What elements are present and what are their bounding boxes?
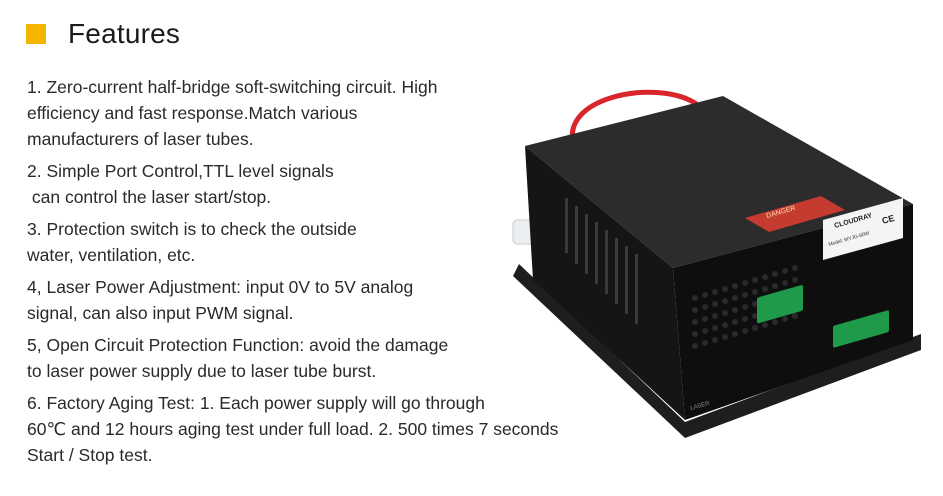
feature-item-3: 3. Protection switch is to check the out… bbox=[27, 216, 637, 268]
terminal-block-right bbox=[833, 310, 889, 348]
feature-line: 4, Laser Power Adjustment: input 0V to 5… bbox=[27, 277, 414, 297]
terminal-block-left bbox=[757, 285, 803, 324]
features-list: 1. Zero-current half-bridge soft-switchi… bbox=[27, 74, 637, 474]
feature-line: can control the laser start/stop. bbox=[27, 187, 272, 207]
ce-mark: CE bbox=[881, 213, 896, 226]
mounting-flange bbox=[513, 264, 921, 438]
feature-line: 3. Protection switch is to check the out… bbox=[27, 219, 357, 239]
warning-sticker bbox=[745, 196, 845, 232]
feature-line: to laser power supply due to laser tube … bbox=[27, 361, 377, 381]
section-header: Features bbox=[26, 18, 180, 50]
feature-item-2: 2. Simple Port Control,TTL level signals… bbox=[27, 158, 637, 210]
info-label bbox=[823, 198, 903, 260]
led-label: LASER bbox=[690, 401, 711, 412]
feature-line: 6. Factory Aging Test: 1. Each power sup… bbox=[27, 393, 485, 413]
feature-line: efficiency and fast response.Match vario… bbox=[27, 103, 358, 123]
feature-line: 5, Open Circuit Protection Function: avo… bbox=[27, 335, 449, 355]
top-face bbox=[525, 96, 913, 268]
laser-power-supply-image: DANGER CLOUDRAY CE Model: MYJG-80W LASER bbox=[512, 89, 921, 438]
feature-line: manufacturers of laser tubes. bbox=[27, 129, 254, 149]
feature-line: Start / Stop test. bbox=[27, 445, 153, 465]
feature-line: signal, can also input PWM signal. bbox=[27, 303, 294, 323]
feature-line: 2. Simple Port Control,TTL level signals bbox=[27, 161, 334, 181]
feature-line: 1. Zero-current half-bridge soft-switchi… bbox=[27, 77, 438, 97]
section-title: Features bbox=[68, 18, 181, 49]
feature-item-6: 6. Factory Aging Test: 1. Each power sup… bbox=[27, 390, 637, 468]
feature-item-1: 1. Zero-current half-bridge soft-switchi… bbox=[27, 74, 637, 152]
feature-line: water, ventilation, etc. bbox=[27, 245, 196, 265]
accent-square-icon bbox=[26, 24, 46, 44]
feature-line: 60℃ and 12 hours aging test under full l… bbox=[27, 419, 559, 439]
feature-item-5: 5, Open Circuit Protection Function: avo… bbox=[27, 332, 637, 384]
feature-item-4: 4, Laser Power Adjustment: input 0V to 5… bbox=[27, 274, 637, 326]
